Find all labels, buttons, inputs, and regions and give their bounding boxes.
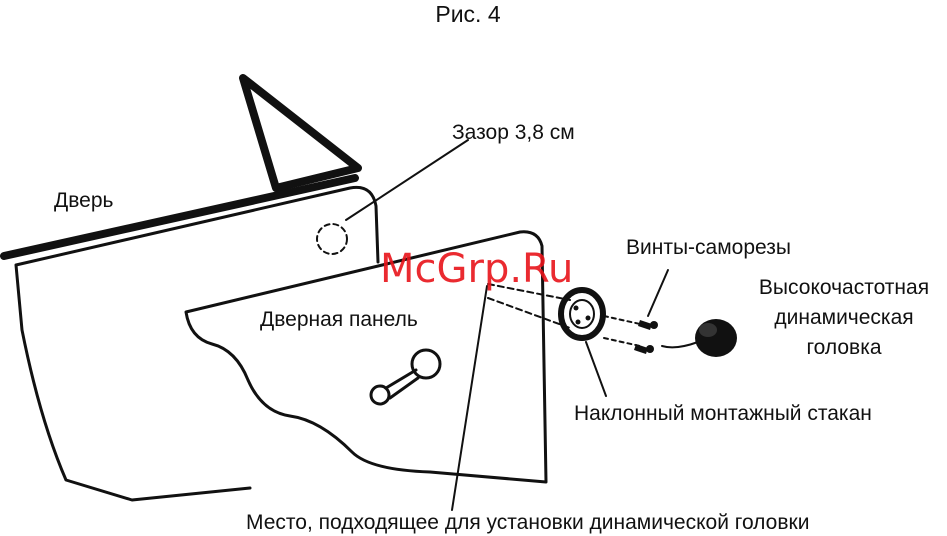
mount-cup-inner	[570, 300, 594, 328]
door-shape	[4, 78, 378, 500]
watermark: McGrp.Ru	[380, 246, 573, 292]
label-tweeter-line2: динамическая	[774, 306, 913, 329]
tweeter-dome	[699, 323, 717, 337]
label-gap: Зазор 3,8 см	[452, 121, 575, 144]
label-screws: Винты-саморезы	[626, 236, 791, 259]
label-location: Место, подходящее для установки динамиче…	[246, 511, 809, 534]
screw-guides	[604, 316, 640, 346]
screws-leader	[648, 270, 668, 316]
label-mount-cup: Наклонный монтажный стакан	[574, 402, 872, 425]
tweeter-wire	[662, 342, 698, 347]
door-handle-knob	[412, 350, 440, 378]
label-tweeter-line3: головка	[806, 336, 881, 359]
figure-title: Рис. 4	[435, 1, 500, 27]
door-handle-lever	[386, 370, 418, 398]
gap-leader	[346, 140, 468, 220]
door-body-outline	[16, 187, 378, 500]
mount-cup-leader	[586, 342, 606, 396]
mount-cup-group	[488, 284, 603, 338]
cup-hole	[576, 320, 581, 325]
tweeter	[695, 319, 737, 357]
gap-dashed-circle	[317, 224, 347, 254]
cup-hole	[574, 306, 579, 311]
window-frame	[243, 78, 358, 188]
tweeter-group	[662, 319, 737, 357]
cup-hole	[586, 316, 591, 321]
label-tweeter-line1: Высокочастотная	[759, 276, 929, 299]
screw-icon	[634, 344, 654, 354]
screw-icon	[638, 320, 658, 330]
label-door-panel: Дверная панель	[260, 308, 418, 331]
label-door: Дверь	[54, 189, 114, 212]
screws-group	[604, 316, 658, 354]
